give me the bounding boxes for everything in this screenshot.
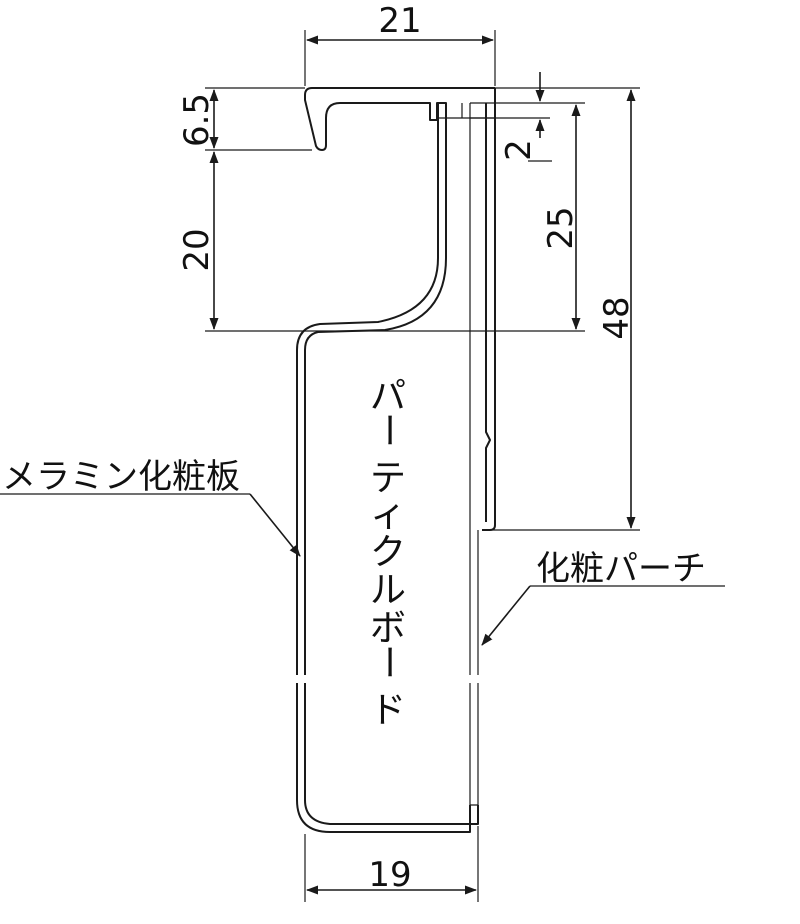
profile-outline <box>296 87 496 833</box>
dim-lip-height: 6.5 <box>177 87 312 151</box>
profile-right-wall <box>482 88 496 531</box>
dim-bottom-width: 19 <box>304 826 479 902</box>
profile-lower-inner-edge <box>296 683 471 833</box>
dim-drop-height: 20 <box>177 151 585 332</box>
dim-total-height-label: 48 <box>597 296 637 339</box>
profile-lower-left-edge <box>304 683 479 825</box>
leader-melamine-board: メラミン化粧板 <box>0 457 301 557</box>
dim-drop-height-label: 20 <box>177 228 217 271</box>
label-particle-board: パ ー テ ィ ク ル ボ ー ド <box>368 376 409 731</box>
dim-inner-height: 25 <box>541 104 581 330</box>
profile-outer-edge <box>304 87 495 675</box>
core-board-right-edge-lower <box>469 683 479 806</box>
particle-board-char: パ <box>370 376 406 417</box>
particle-board-char: ル <box>370 570 406 611</box>
dim-inner-height-label: 25 <box>541 206 581 249</box>
particle-board-char: テ <box>370 458 406 499</box>
dim-total-height: 48 <box>482 89 640 531</box>
leader-decorative-perch: 化粧パーチ <box>481 549 725 646</box>
profile-right-inner-wall <box>485 103 491 522</box>
particle-board-char: ー <box>368 644 409 680</box>
particle-board-char: ー <box>368 412 409 448</box>
particle-board-char: ド <box>370 690 406 731</box>
label-melamine-board: メラミン化粧板 <box>2 457 240 497</box>
profile-inner-edge <box>296 103 439 675</box>
label-decorative-perch: 化粧パーチ <box>536 549 706 589</box>
dim-gap: 2 <box>470 72 640 162</box>
particle-board-char: ク <box>370 532 406 573</box>
dim-bottom-width-label: 19 <box>368 855 411 895</box>
dim-top-width-label: 21 <box>378 1 421 41</box>
dim-gap-label: 2 <box>499 139 539 161</box>
particle-board-char: ボ <box>370 608 406 649</box>
particle-board-char: ィ <box>370 494 406 535</box>
dim-lip-height-label: 6.5 <box>177 93 217 147</box>
dim-top-width: 21 <box>304 1 496 86</box>
